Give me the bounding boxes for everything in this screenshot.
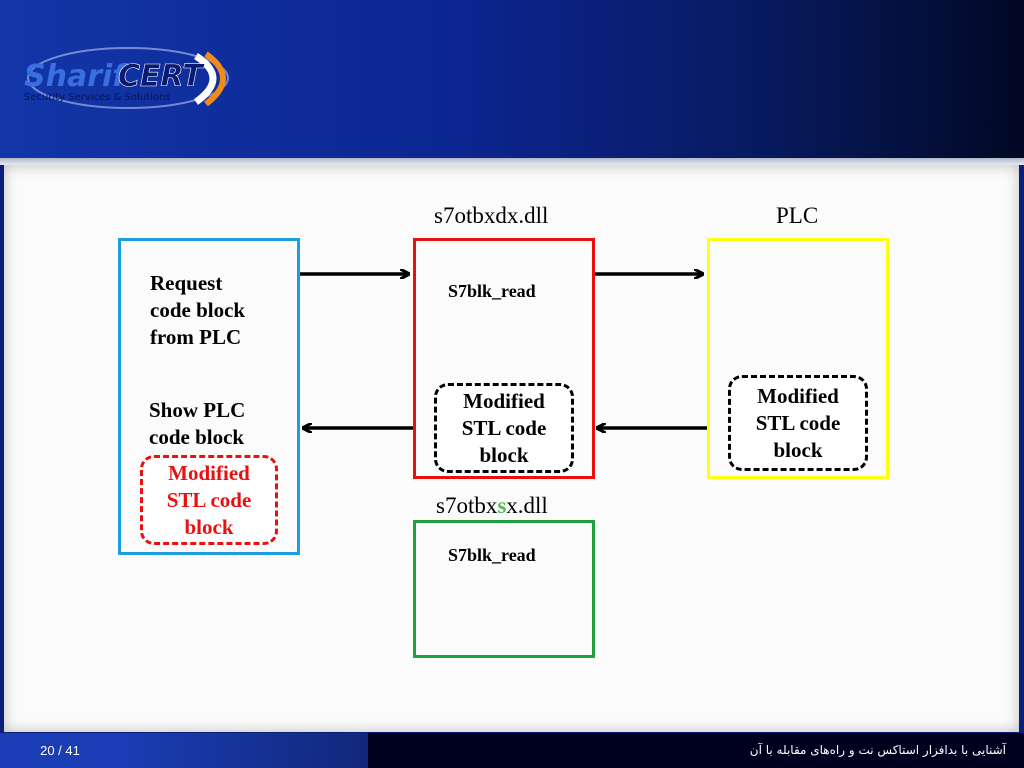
- show-line-2: code block: [149, 425, 245, 449]
- svg-text:Security Services & Solutions: Security Services & Solutions: [24, 92, 171, 103]
- svg-text:Sharif: Sharif: [24, 59, 129, 94]
- slide-footer: 20 / 41 آشنایی با بدافزار استاکس نت و را…: [0, 733, 1024, 768]
- center-modified-stl-block: Modified STL code block: [434, 383, 574, 473]
- center-modified-line-1: Modified: [463, 388, 545, 413]
- client-modified-stl-block: Modified STL code block: [140, 455, 278, 545]
- footer-title: آشنایی با بدافزار استاکس نت و راه‌های مق…: [749, 743, 1006, 757]
- s7otbxsx-box: [413, 520, 595, 658]
- client-app-box: [118, 238, 300, 555]
- slide-header: Sharif CERT Security Services & Solution…: [0, 0, 1024, 162]
- show-line-1: Show PLC: [149, 398, 246, 422]
- plc-modified-stl-block: Modified STL code block: [728, 375, 868, 471]
- client-modified-line-2: STL code: [166, 487, 252, 512]
- center-modified-line-3: block: [479, 442, 529, 467]
- plc-modified-line-2: STL code: [755, 410, 841, 435]
- dll-bottom-highlight: s: [497, 493, 507, 518]
- bottom-function-label: S7blk_read: [448, 545, 536, 565]
- sharifcert-logo: Sharif CERT Security Services & Solution…: [18, 44, 238, 116]
- diagram-arrows: [300, 165, 708, 732]
- show-code-block-text: Show PLC code block: [149, 397, 245, 451]
- dll-bottom-label: s7otbxsx.dll: [436, 493, 548, 519]
- dll-bottom-prefix: s7otbx: [436, 493, 498, 518]
- dll-bottom-suffix: x.dll: [506, 493, 548, 518]
- slide-content: s7otbxdx.dll PLC Request code block from…: [4, 165, 1019, 732]
- plc-box: [707, 238, 889, 479]
- client-modified-line-3: block: [184, 514, 234, 539]
- request-code-block-text: Request code block from PLC: [150, 270, 245, 351]
- svg-text:CERT: CERT: [118, 59, 205, 94]
- s7otbxdx-box: [413, 238, 595, 479]
- page-number: 20 / 41: [0, 733, 120, 768]
- plc-label: PLC: [776, 203, 819, 228]
- header-divider: [0, 158, 1024, 165]
- dll-top-label: s7otbxdx.dll: [434, 203, 549, 228]
- plc-modified-line-1: Modified: [757, 383, 839, 408]
- request-line-2: code block: [150, 298, 246, 322]
- client-modified-line-1: Modified: [168, 460, 250, 485]
- footer-accent-bar: [120, 733, 368, 768]
- plc-modified-line-3: block: [773, 437, 823, 462]
- request-line-3: from PLC: [150, 325, 242, 349]
- center-modified-line-2: STL code: [461, 415, 547, 440]
- request-line-1: Request: [150, 271, 223, 295]
- center-function-label: S7blk_read: [448, 281, 536, 301]
- sharifcert-logo-graphic: Sharif CERT Security Services & Solution…: [24, 47, 229, 109]
